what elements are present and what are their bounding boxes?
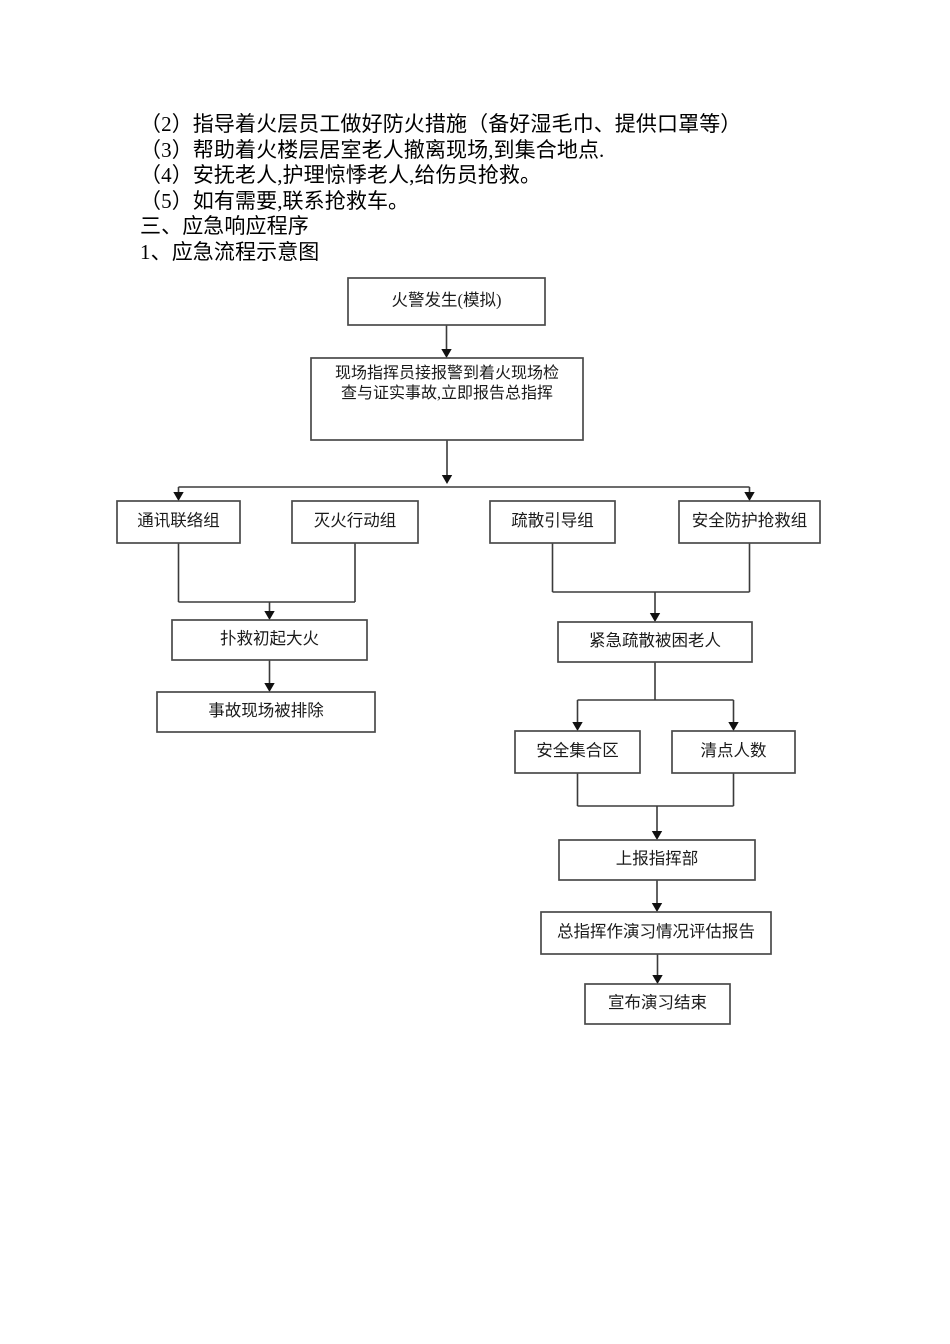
arrowhead-icon: [572, 722, 583, 731]
node-label: 上报指挥部: [616, 849, 699, 868]
flowchart-node-layer: 火警发生(模拟) 现场指挥员接报警到着火现场检查与证实事故,立即报告总指挥通讯联络…: [116, 277, 821, 1025]
node-label: 疏散引导组: [511, 511, 594, 530]
flowchart-node: 宣布演习结束: [584, 983, 731, 1025]
flowchart-node: 灭火行动组: [291, 500, 419, 544]
subsection-heading: 1、应急流程示意图: [140, 239, 320, 264]
flowchart-node: 通讯联络组: [116, 500, 241, 544]
paragraph-line: （5）如有需要,联系抢救车。: [140, 188, 410, 213]
flowchart-node: 紧急疏散被困老人: [557, 621, 753, 663]
arrowhead-icon: [651, 831, 663, 840]
arrowhead-icon: [264, 683, 275, 692]
arrowhead-icon: [652, 975, 663, 984]
node-label: 宣布演习结束: [608, 993, 707, 1012]
arrowhead-icon: [651, 903, 663, 912]
node-box: [557, 621, 753, 663]
node-label: 清点人数: [701, 741, 768, 760]
node-box: [156, 691, 376, 733]
flowchart-node: 安全防护抢救组: [678, 500, 821, 544]
arrowhead-icon: [441, 475, 453, 484]
arrowhead-icon: [264, 611, 275, 620]
paragraph-line: （2）指导着火层员工做好防火措施（备好湿毛巾、提供口罩等）: [140, 112, 742, 136]
arrowhead-icon: [441, 349, 452, 358]
node-box: [489, 500, 616, 544]
node-box: [116, 500, 241, 544]
node-box: [171, 619, 368, 661]
flowchart-node: 火警发生(模拟): [347, 277, 546, 326]
flowchart-node: 事故现场被排除: [156, 691, 376, 733]
node-label: 灭火行动组: [314, 511, 397, 530]
node-label: 安全集合区: [536, 741, 619, 760]
node-box: [310, 357, 584, 441]
node-label: 安全防护抢救组: [692, 511, 808, 530]
section-heading: 三、应急响应程序: [140, 214, 309, 238]
arrowhead-icon: [728, 722, 739, 731]
flowchart-node: 现场指挥员接报警到着火现场检查与证实事故,立即报告总指挥: [310, 357, 584, 441]
node-label: 现场指挥员接报警到着火现场检查与证实事故,立即报告总指挥: [335, 364, 559, 402]
node-label: 通讯联络组: [137, 511, 220, 530]
node-label: 扑救初起大火: [220, 629, 319, 648]
node-box: [514, 730, 641, 774]
document-text-block: （2）指导着火层员工做好防火措施（备好湿毛巾、提供口罩等） （3）帮助着火楼层居…: [140, 112, 840, 265]
flowchart-node: 扑救初起大火: [171, 619, 368, 661]
flowchart-node: 安全集合区: [514, 730, 641, 774]
node-label: 事故现场被排除: [208, 701, 324, 720]
arrowhead-icon: [173, 492, 184, 501]
node-box: [540, 911, 772, 955]
flowchart-node: 上报指挥部: [558, 839, 756, 881]
flowchart-edge-layer: [173, 325, 755, 984]
node-box: [347, 277, 546, 326]
node-box: [671, 730, 796, 774]
flowchart-node: 清点人数: [671, 730, 796, 774]
flowchart-node: 总指挥作演习情况评估报告: [540, 911, 772, 955]
arrowhead-icon: [744, 492, 755, 501]
node-label: 火警发生(模拟): [392, 290, 502, 309]
node-label: 总指挥作演习情况评估报告: [557, 922, 755, 941]
node-box: [678, 500, 821, 544]
node-label: 紧急疏散被困老人: [589, 631, 721, 650]
paragraph-line: （3）帮助着火楼层居室老人撤离现场,到集合地点.: [140, 137, 605, 162]
paragraph-line: （4）安抚老人,护理惊悸老人,给伤员抢救。: [140, 163, 542, 187]
node-box: [558, 839, 756, 881]
flowchart-node: 疏散引导组: [489, 500, 616, 544]
node-box: [584, 983, 731, 1025]
arrowhead-icon: [649, 613, 661, 622]
node-box: [291, 500, 419, 544]
